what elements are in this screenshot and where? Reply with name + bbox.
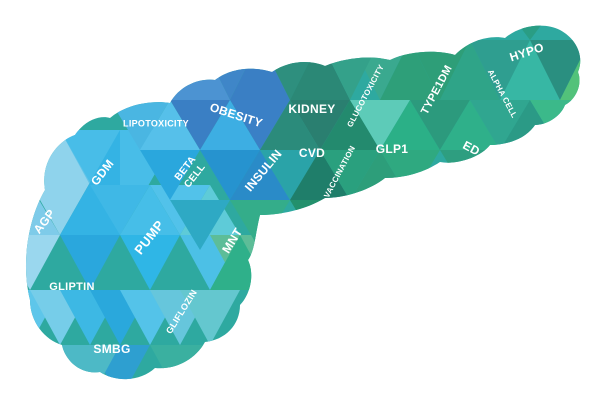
label-glp1: GLP1 [376, 142, 409, 156]
label-cvd: CVD [299, 146, 325, 160]
label-lipotoxicity: LIPOTOXICITY [123, 118, 189, 128]
label-kidney: KIDNEY [288, 102, 335, 116]
label-gliptin: GLIPTIN [49, 281, 95, 293]
label-smbg: SMBG [93, 342, 130, 356]
